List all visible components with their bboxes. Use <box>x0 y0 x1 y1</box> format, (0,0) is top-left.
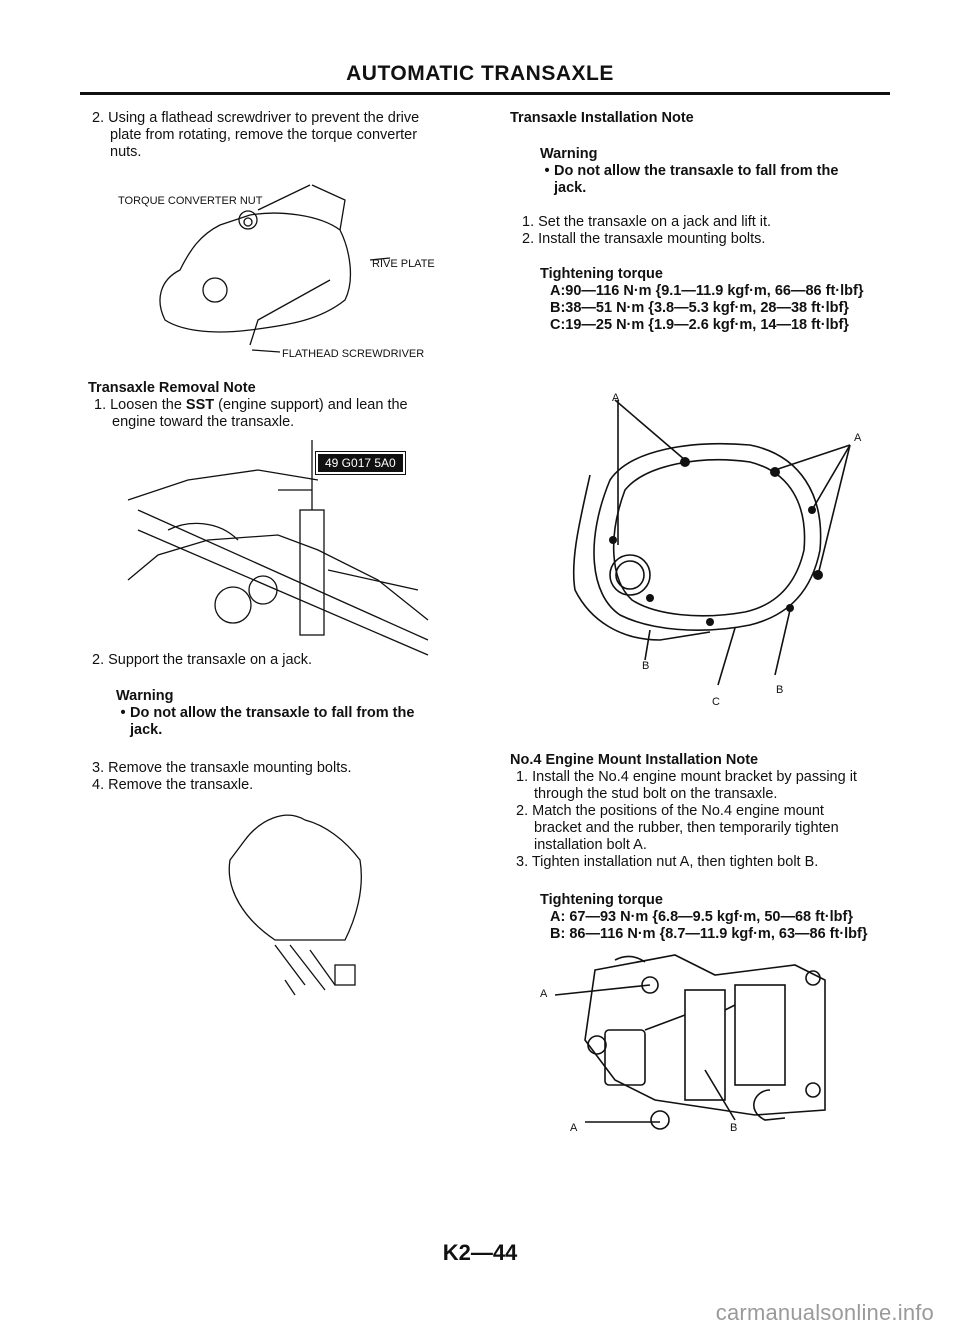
warning-line: jack. <box>130 722 163 738</box>
mount-line: 3. Tighten installation nut A, then tigh… <box>516 854 819 870</box>
install-step2: 2. Install the transaxle mounting bolts. <box>522 231 766 247</box>
warning-line: jack. <box>554 180 587 196</box>
torque-label: Tightening torque <box>540 266 663 282</box>
step4-text: 4. Remove the transaxle. <box>92 777 254 793</box>
torque-line: B:38—51 N·m {3.8—5.3 kgf·m, 28—38 ft·lbf… <box>550 300 849 316</box>
removal-title: Transaxle Removal Note <box>88 380 256 396</box>
torque-converter-figure <box>159 184 391 353</box>
fig4-label-b: B <box>730 1122 738 1134</box>
fig1-label-plate: RIVE PLATE <box>372 258 435 270</box>
fig3-label-a-right: A <box>854 432 862 444</box>
torque-line: A:90—116 N·m {9.1—11.9 kgf·m, 66—86 ft·l… <box>550 283 864 299</box>
fig4-label-a-bottom: A <box>570 1122 578 1134</box>
install-torque: Tightening torque A:90—116 N·m {9.1—11.9… <box>540 266 863 334</box>
left-warning: Warning •Do not allow the transaxle to f… <box>116 688 414 739</box>
fig3-label-b-right: B <box>776 684 784 696</box>
warning-label: Warning <box>116 688 174 704</box>
mount-line: 1. Install the No.4 engine mount bracket… <box>516 769 857 785</box>
mount-torque: Tightening torque A: 67—93 N·m {6.8—9.5 … <box>540 892 868 943</box>
mount-torque-line: A: 67—93 N·m {6.8—9.5 kgf·m, 50—68 ft·lb… <box>550 909 853 925</box>
fig1-label-nut: TORQUE CONVERTER NUT <box>118 195 263 207</box>
engine-mount-figure <box>554 954 826 1130</box>
step3-text: 3. Remove the transaxle mounting bolts. <box>92 760 352 776</box>
right-warning: Warning •Do not allow the transaxle to f… <box>540 146 838 197</box>
mount-line: 2. Match the positions of the No.4 engin… <box>516 803 824 819</box>
install-title: Transaxle Installation Note <box>510 110 694 126</box>
fig4-label-a-top: A <box>540 988 548 1000</box>
page-title: AUTOMATIC TRANSAXLE <box>346 62 614 85</box>
removal-section: Transaxle Removal Note 1. Loosen the SST… <box>88 380 408 431</box>
watermark: carmanualsonline.info <box>715 1300 934 1325</box>
header-rule <box>80 92 890 95</box>
warning-label: Warning <box>540 146 598 162</box>
mount-torque-label: Tightening torque <box>540 892 663 908</box>
mount-title: No.4 Engine Mount Installation Note <box>510 752 759 768</box>
sst-tag: 49 G017 5A0 <box>315 451 406 475</box>
fig3-label-c: C <box>712 696 720 708</box>
step2-line: nuts. <box>110 144 142 160</box>
mount-line: bracket and the rubber, then temporarily… <box>534 820 839 836</box>
mount-torque-line: B: 86—116 N·m {8.7—11.9 kgf·m, 63—86 ft·… <box>550 926 868 942</box>
step2-text: 2. Using a flathead screwdriver to preve… <box>92 110 419 161</box>
mount-section: No.4 Engine Mount Installation Note 1. I… <box>510 752 857 871</box>
removal-step1-line2: engine toward the transaxle. <box>112 414 295 430</box>
fig3-label-b-left: B <box>642 660 650 672</box>
support-step: 2. Support the transaxle on a jack. <box>92 652 313 668</box>
transaxle-housing-figure <box>572 399 851 686</box>
removal-step1: 1. Loosen the SST (engine support) and l… <box>94 397 408 413</box>
fig1-label-screwdriver: FLATHEAD SCREWDRIVER <box>282 348 425 360</box>
step2-line: 2. Using a flathead screwdriver to preve… <box>92 110 420 126</box>
mount-line: installation bolt A. <box>534 837 647 853</box>
mount-line: through the stud bolt on the transaxle. <box>534 786 778 802</box>
step2-line: plate from rotating, remove the torque c… <box>110 127 418 143</box>
removal-steps-3-4: 3. Remove the transaxle mounting bolts. … <box>92 760 352 794</box>
transaxle-jack-figure <box>228 814 362 996</box>
install-step1: 1. Set the transaxle on a jack and lift … <box>522 214 772 230</box>
warning-line: •Do not allow the transaxle to fall from… <box>544 163 839 179</box>
fig3-label-a-top: A <box>612 392 620 404</box>
warning-line: •Do not allow the transaxle to fall from… <box>120 705 415 721</box>
engine-support-figure <box>127 440 429 656</box>
torque-line: C:19—25 N·m {1.9—2.6 kgf·m, 14—18 ft·lbf… <box>550 317 849 333</box>
page-number: K2—44 <box>442 1240 518 1265</box>
install-steps: 1. Set the transaxle on a jack and lift … <box>522 214 771 248</box>
